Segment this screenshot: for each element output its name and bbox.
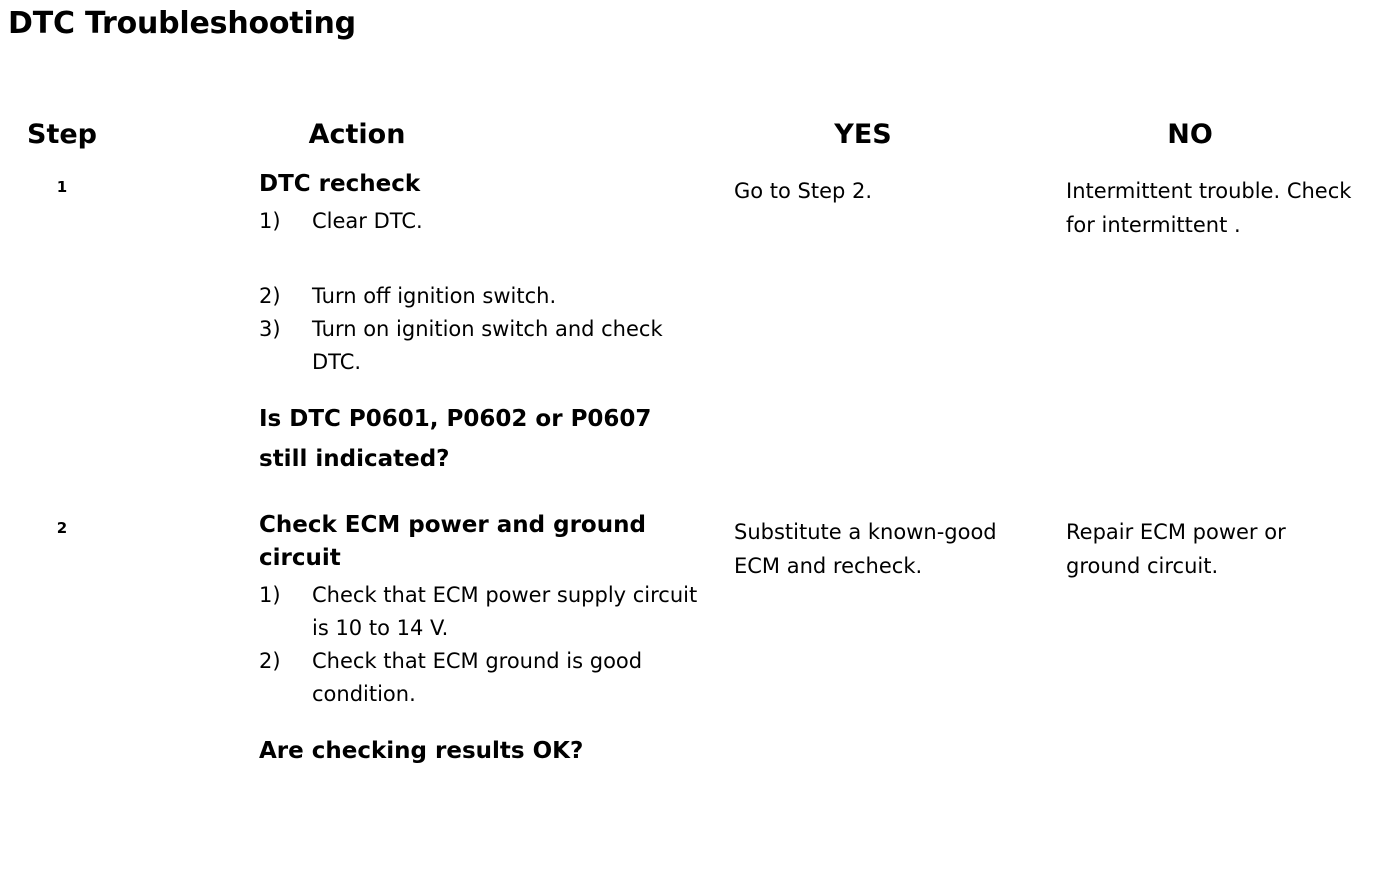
no-answer-cell: Repair ECM power or ground circuit. xyxy=(1034,505,1376,797)
list-item-text: Check that ECM ground is good condition. xyxy=(312,649,643,706)
list-item: 1) Check that ECM power supply circuit i… xyxy=(259,579,704,645)
yes-answer-text: Go to Step 2. xyxy=(734,179,873,203)
list-item: 2) Check that ECM ground is good conditi… xyxy=(259,645,704,711)
action-heading: Check ECM power and ground circuit xyxy=(259,512,646,571)
list-item-text: Clear DTC. xyxy=(312,209,423,233)
list-item: 3) Turn on ignition switch and check DTC… xyxy=(259,313,704,379)
step-number: 2 xyxy=(56,519,68,537)
action-step-list: 1) Check that ECM power supply circuit i… xyxy=(259,579,704,711)
action-step-list: 1) Clear DTC. 2) Turn off ignition switc… xyxy=(259,205,704,379)
action-heading: DTC recheck xyxy=(259,171,421,197)
list-marker: 1) xyxy=(259,583,281,607)
column-header-action: Action xyxy=(308,119,406,150)
step-number-cell: 1 xyxy=(0,166,124,505)
column-header-no: NO xyxy=(1167,119,1213,150)
action-question: Is DTC P0601, P0602 or P0607 still indic… xyxy=(259,406,652,472)
column-header-step: Step xyxy=(27,119,97,150)
action-question: Are checking results OK? xyxy=(259,738,584,764)
list-marker: 2) xyxy=(259,649,281,673)
step-number-cell: 2 xyxy=(0,505,124,797)
table-row: 1 DTC recheck 1) Clear DTC. 2) Turn off … xyxy=(0,166,1376,505)
list-item-text: Check that ECM power supply circuit is 1… xyxy=(312,583,698,640)
list-item: 1) Clear DTC. xyxy=(259,205,704,238)
step-number: 1 xyxy=(56,178,68,196)
list-item-text: Turn off ignition switch. xyxy=(312,284,557,308)
page-title: DTC Troubleshooting xyxy=(8,6,356,41)
list-item-text: Turn on ignition switch and check DTC. xyxy=(312,317,663,374)
dtc-troubleshooting-table: Step Action YES NO 1 DTC recheck 1) Clea… xyxy=(0,118,1376,797)
no-answer-text: Repair ECM power or ground circuit. xyxy=(1066,520,1293,578)
list-marker: 2) xyxy=(259,284,281,308)
table-row: 2 Check ECM power and ground circuit 1) … xyxy=(0,505,1376,797)
yes-answer-cell: Go to Step 2. xyxy=(712,166,1034,505)
yes-answer-cell: Substitute a known-good ECM and recheck. xyxy=(712,505,1034,797)
column-header-yes: YES xyxy=(834,119,892,150)
no-answer-cell: Intermittent trouble. Check for intermit… xyxy=(1034,166,1376,505)
action-cell: DTC recheck 1) Clear DTC. 2) Turn off ig… xyxy=(124,166,712,505)
list-marker: 1) xyxy=(259,209,281,233)
list-marker: 3) xyxy=(259,317,281,341)
list-item: 2) Turn off ignition switch. xyxy=(259,280,704,313)
no-answer-text: Intermittent trouble. Check for intermit… xyxy=(1066,179,1359,237)
table-header-row: Step Action YES NO xyxy=(0,118,1376,166)
action-cell: Check ECM power and ground circuit 1) Ch… xyxy=(124,505,712,797)
yes-answer-text: Substitute a known-good ECM and recheck. xyxy=(734,520,1004,578)
